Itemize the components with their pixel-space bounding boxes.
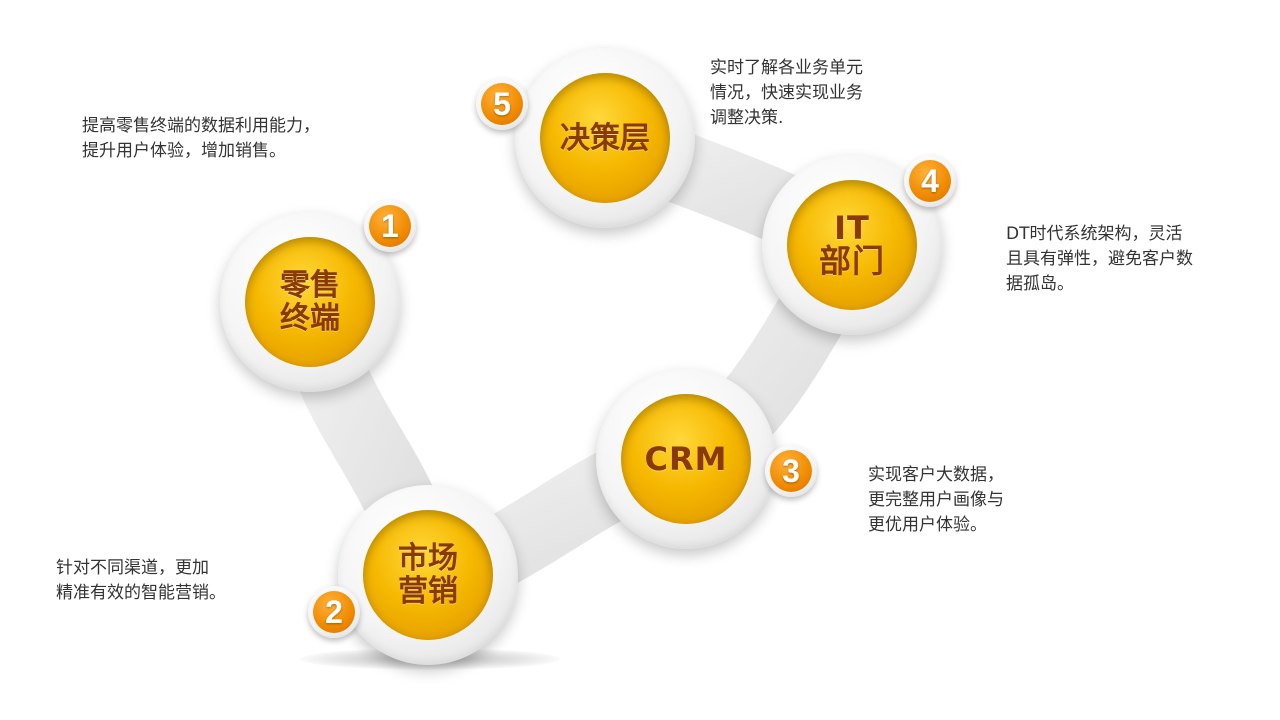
description-line: 更完整用户画像与 xyxy=(868,490,1004,510)
node-core: 市场 营销 xyxy=(363,510,493,640)
step-badge-4: 4 xyxy=(904,155,956,207)
description-line: 实时了解各业务单元 xyxy=(710,58,863,78)
description-line: 情况，快速实现业务 xyxy=(710,83,863,103)
node-core: 零售 终端 xyxy=(245,237,375,367)
node-retail-terminal: 零售 终端 xyxy=(220,212,400,392)
step-number: 2 xyxy=(325,594,343,630)
node-core: CRM xyxy=(621,394,751,524)
node-decision-layer: 决策层 xyxy=(515,48,695,228)
step-badge-3: 3 xyxy=(765,445,817,497)
step-number: 5 xyxy=(493,86,511,122)
description-line: 据孤岛。 xyxy=(1006,274,1074,294)
description-line: 精准有效的智能营销。 xyxy=(56,583,226,603)
node-label: 决策层 xyxy=(560,120,650,156)
step-number: 1 xyxy=(381,208,399,244)
description-marketing: 针对不同渠道，更加 精准有效的智能营销。 xyxy=(56,556,226,606)
step-badge-2: 2 xyxy=(308,586,360,638)
description-line: 且具有弹性，避免客户数 xyxy=(1006,249,1193,269)
node-label: CRM xyxy=(644,439,728,478)
step-number: 3 xyxy=(782,453,800,489)
description-decision-layer: 实时了解各业务单元 情况，快速实现业务 调整决策. xyxy=(710,56,863,131)
node-label: 零售 终端 xyxy=(280,268,340,336)
description-crm: 实现客户大数据， 更完整用户画像与 更优用户体验。 xyxy=(868,463,1004,538)
description-line: 更优用户体验。 xyxy=(868,515,987,535)
step-badge-1: 1 xyxy=(364,200,416,252)
node-core: IT 部门 xyxy=(787,180,917,310)
description-line: DT时代系统架构，灵活 xyxy=(1006,224,1183,244)
description-it-department: DT时代系统架构，灵活 且具有弹性，避免客户数 据孤岛。 xyxy=(1006,222,1193,297)
node-marketing: 市场 营销 xyxy=(338,485,518,665)
description-line: 实现客户大数据， xyxy=(868,465,1004,485)
node-it-department: IT 部门 xyxy=(762,155,942,335)
node-label: 市场 营销 xyxy=(398,541,458,609)
description-retail-terminal: 提高零售终端的数据利用能力， 提升用户体验，增加销售。 xyxy=(82,114,320,164)
description-line: 提高零售终端的数据利用能力， xyxy=(82,116,320,136)
description-line: 调整决策. xyxy=(710,108,784,128)
description-line: 针对不同渠道，更加 xyxy=(56,558,209,578)
step-number: 4 xyxy=(921,163,939,199)
node-crm: CRM xyxy=(596,369,776,549)
node-core: 决策层 xyxy=(540,73,670,203)
description-line: 提升用户体验，增加销售。 xyxy=(82,141,286,161)
node-label: IT 部门 xyxy=(818,209,885,280)
step-badge-5: 5 xyxy=(476,78,528,130)
